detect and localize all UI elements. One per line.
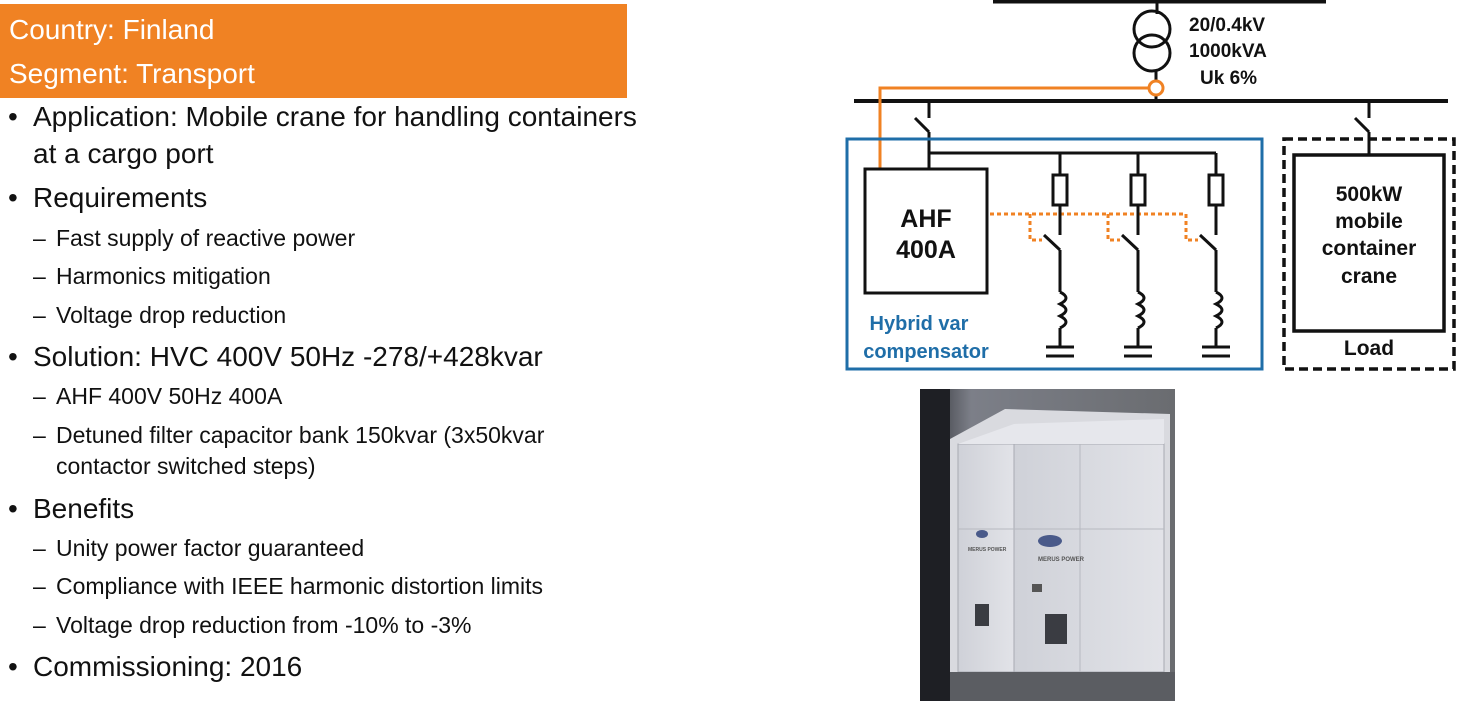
- ahf-label: AHF: [900, 205, 951, 233]
- load-label: Load: [1344, 337, 1394, 360]
- ahf-rating: 400A: [896, 236, 956, 264]
- svg-text:container: container: [1322, 237, 1417, 260]
- title-banner: Country: Finland Segment: Transport: [0, 4, 627, 98]
- country-label: Country: Finland: [9, 14, 215, 45]
- svg-text:crane: crane: [1341, 265, 1397, 288]
- ahf-box: [863, 167, 989, 295]
- transformer-icon: [1132, 9, 1172, 73]
- control-signal-lines: [990, 212, 1198, 242]
- capacitor-branch-2: [1120, 153, 1152, 358]
- brand-text: MERUS POWER: [968, 547, 1007, 553]
- svg-text:mobile: mobile: [1335, 210, 1403, 233]
- transformer-rating-label: 20/0.4kV 1000kVA Uk 6%: [1189, 15, 1267, 89]
- svg-text:20/0.4kV: 20/0.4kV: [1189, 15, 1265, 36]
- svg-text:500kW: 500kW: [1336, 183, 1403, 206]
- compensator-label-line1: Hybrid var: [870, 313, 969, 335]
- compensator-frame: [845, 137, 1264, 371]
- crane-label: 500kW mobile container crane: [1322, 183, 1417, 288]
- compensator-label-line2: compensator: [863, 341, 989, 363]
- load-frame: [1282, 137, 1456, 371]
- brand-text: MERUS POWER: [1038, 557, 1085, 563]
- capacitor-branch-3: [1198, 153, 1230, 358]
- current-transformer-icon: [878, 79, 1165, 168]
- crane-box: [1292, 153, 1446, 333]
- equipment-photo: MERUS POWER MERUS POWER: [920, 389, 1175, 701]
- capacitor-branch-1: [1042, 153, 1074, 358]
- svg-text:1000kVA: 1000kVA: [1189, 41, 1267, 62]
- segment-label: Segment: Transport: [9, 58, 255, 89]
- single-line-diagram: 20/0.4kV 1000kVA Uk 6% AHF 400A Hybrid v…: [845, 0, 1456, 371]
- svg-text:Uk 6%: Uk 6%: [1200, 68, 1257, 89]
